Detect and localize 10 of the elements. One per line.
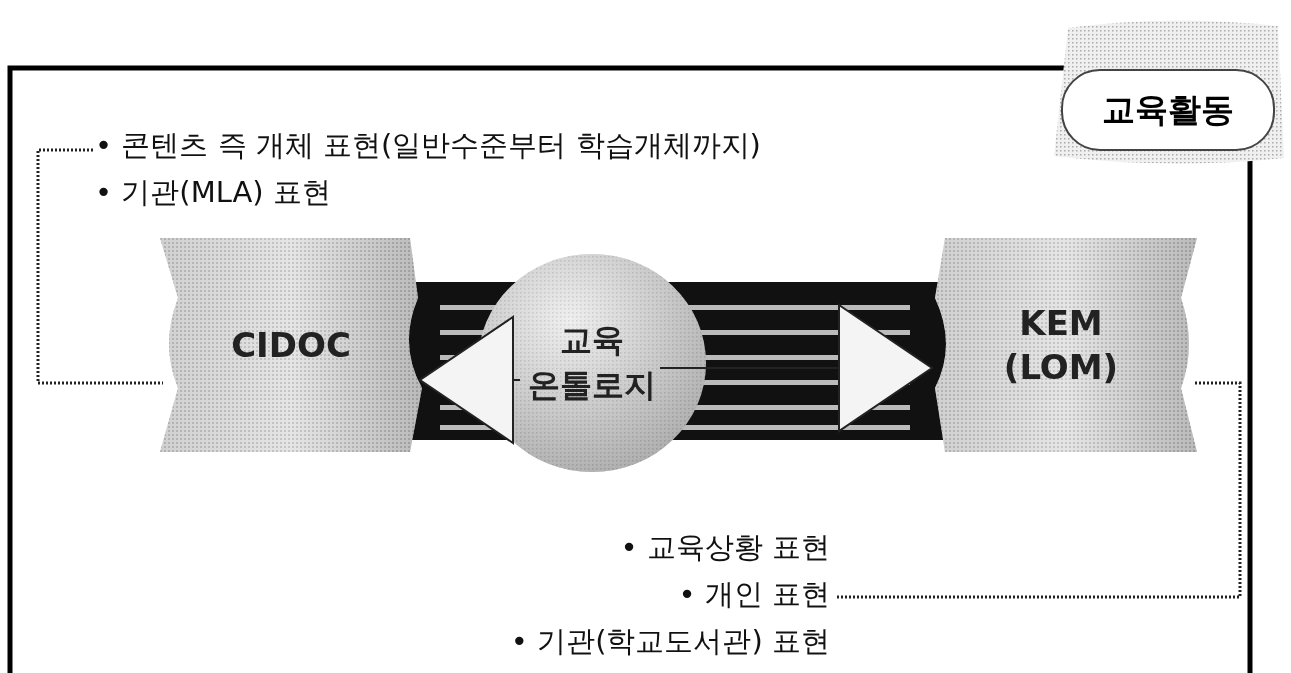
- bullet-item: • 기관(MLA) 표현: [95, 174, 331, 211]
- bullet-item: • 콘텐츠 즉 개체 표현(일반수준부터 학습개체까지): [95, 127, 761, 164]
- dotted-connector: [835, 381, 1242, 599]
- bullet-item: • 기관(학교도서관) 표현: [510, 623, 830, 660]
- standard-block: CIDOC: [160, 238, 422, 452]
- bullet-item: • 개인 표현: [678, 576, 830, 613]
- dotted-connector: [36, 148, 163, 385]
- arrow: [419, 316, 521, 444]
- arrow: [659, 304, 933, 432]
- bullet-item: • 교육상황 표현: [620, 529, 830, 566]
